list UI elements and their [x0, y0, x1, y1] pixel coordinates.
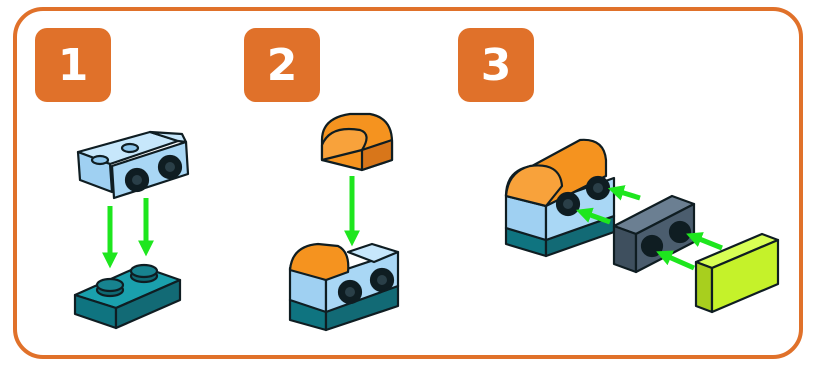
- step-3-badge: 3: [458, 28, 534, 102]
- slate-plate-icon: [612, 194, 696, 274]
- green-arrow-icon: [575, 185, 723, 271]
- orange-curved-slope-icon: [320, 112, 394, 172]
- light-blue-bracket-icon: [76, 130, 190, 200]
- assembled-double-stack-icon: [504, 138, 616, 258]
- step-1-illustration: [73, 130, 190, 330]
- assembled-stack-icon: [288, 242, 400, 332]
- step-3-illustration: [504, 138, 780, 314]
- instruction-frame: [13, 7, 803, 359]
- step-2-illustration: [288, 112, 400, 332]
- teal-plate-icon: [73, 263, 182, 330]
- green-arrow-icon: [101, 198, 155, 269]
- step-2-badge: 2: [244, 28, 320, 102]
- lime-tile-icon: [694, 232, 780, 314]
- step-1-badge: 1: [35, 28, 111, 102]
